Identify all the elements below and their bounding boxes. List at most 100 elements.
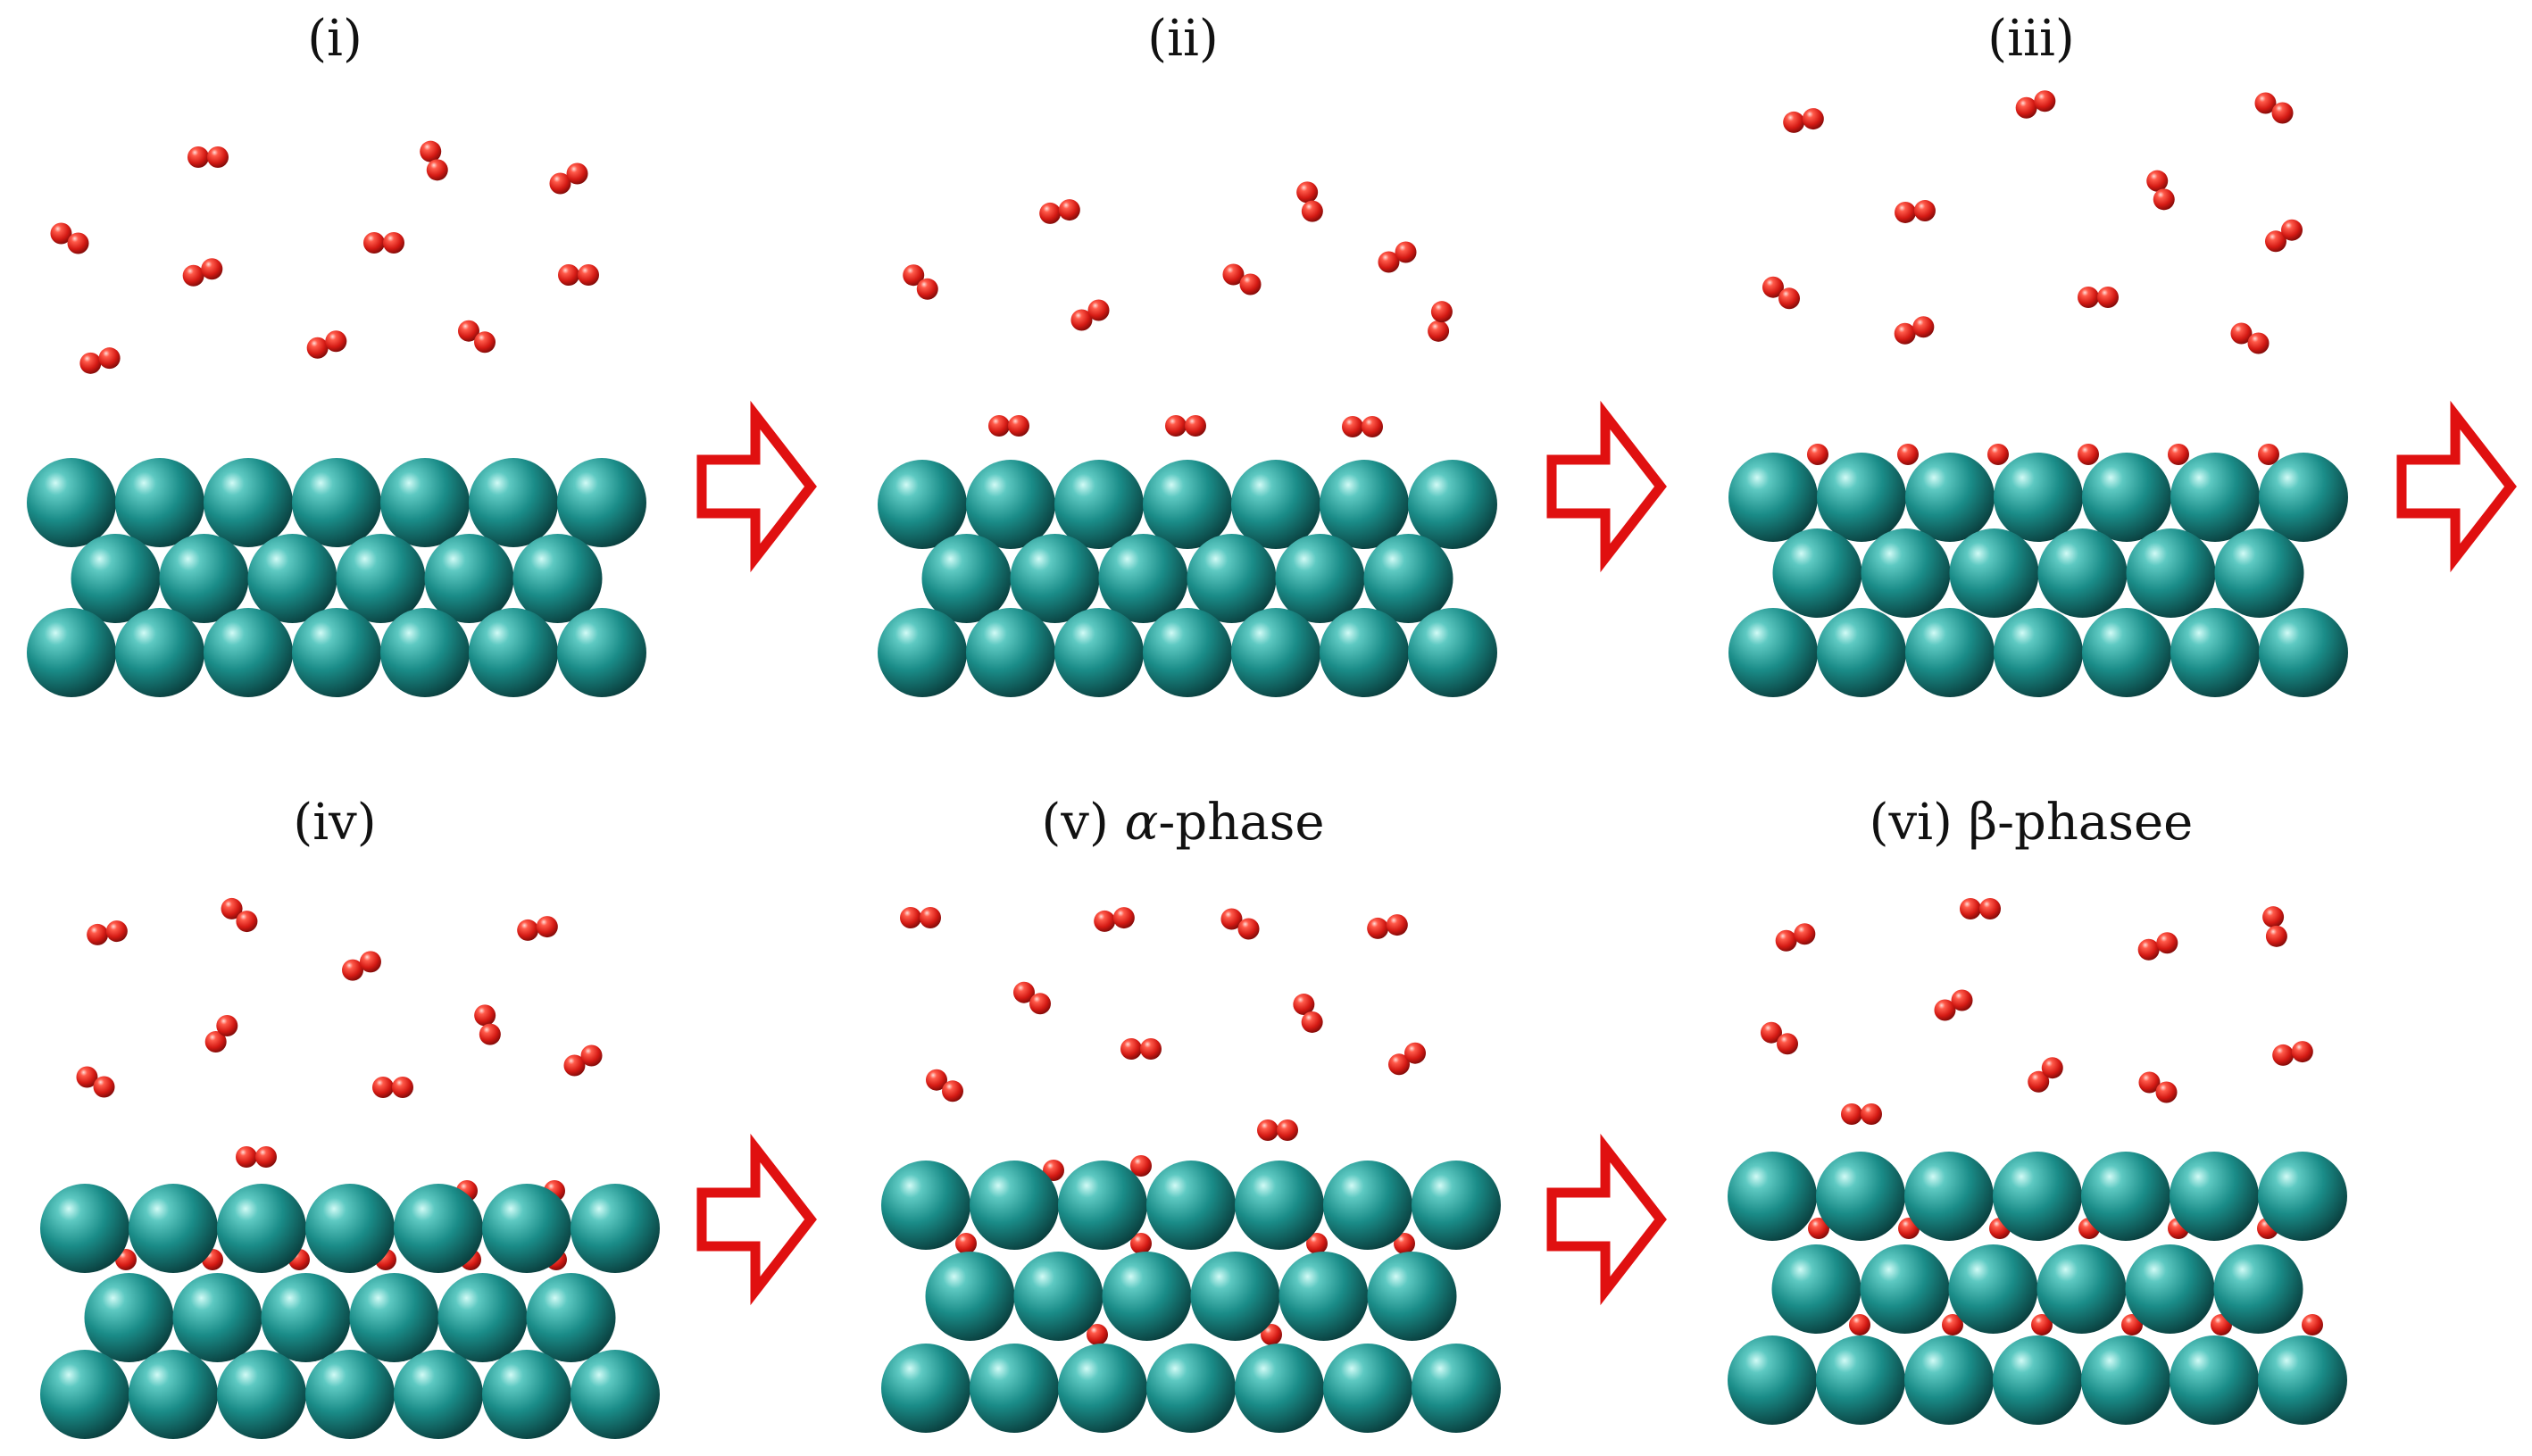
host-metal-atom [878, 460, 967, 549]
hydrogen-atom [182, 264, 204, 287]
hydrogen-atom [207, 146, 229, 168]
host-metal-atom [1278, 1252, 1369, 1341]
host-metal-atom [1993, 1152, 2082, 1241]
hydrogen-atom [2265, 925, 2287, 947]
hydrogen-molecule [2264, 219, 2303, 253]
host-metal-atom [1054, 460, 1144, 549]
host-metal-atom [1143, 460, 1232, 549]
hydrogen-atom [1222, 263, 1245, 286]
host-metal-atom [204, 608, 293, 697]
host-metal-atom [305, 1184, 395, 1273]
host-metal-atom [1904, 1335, 1994, 1425]
hydrogen-atom [221, 897, 243, 919]
hydrogen-atom [1808, 1218, 1829, 1239]
panel-vi-beta-phase [1728, 898, 2347, 1425]
host-metal-atom [1010, 534, 1100, 623]
panel-label-ii: (ii) [1147, 10, 1219, 68]
hydrogen-atom [2156, 932, 2178, 954]
hydrogen-atom [988, 415, 1010, 437]
hydrogen-atom [1794, 923, 1816, 945]
hydrogen-molecule [1012, 981, 1052, 1015]
hydrogen-molecule [925, 1069, 964, 1102]
hydrogen-molecule [87, 920, 128, 945]
hydrogen-atom [1306, 1233, 1328, 1254]
hydrogen-molecule [1762, 276, 1801, 310]
right-block-arrow-icon [2396, 400, 2517, 573]
host-metal-atom [349, 1273, 439, 1362]
hydrogen-atom [342, 959, 364, 981]
hydrogen-molecule [1783, 108, 1824, 133]
hydrogen-molecule [50, 222, 89, 254]
host-metal-atom [2037, 528, 2128, 618]
hydrogen-atom [474, 1004, 496, 1027]
right-block-arrow-icon [696, 400, 817, 573]
hydrogen-atom [1220, 908, 1243, 930]
hydrogen-atom [1012, 981, 1035, 1003]
hydrogen-molecule [1934, 989, 1973, 1021]
hydrogen-atom [1293, 994, 1315, 1016]
host-metal-atom [1994, 608, 2083, 697]
hydrogen-atom [517, 919, 539, 941]
hydrogen-molecule [1960, 898, 2001, 919]
hydrogen-atom [2230, 322, 2253, 345]
host-metal-atom [557, 458, 646, 547]
hydrogen-molecule [79, 347, 121, 374]
hydrogen-atom [2291, 1041, 2313, 1063]
host-metal-atom [1412, 1161, 1501, 1250]
hydrogen-atom [1058, 199, 1080, 221]
host-metal-atom [1235, 1161, 1324, 1250]
host-metal-atom [925, 1252, 1015, 1341]
hydrogen-atom [2271, 102, 2294, 124]
host-metal-atom [878, 608, 967, 697]
panel-ii-physisorption [878, 181, 1497, 697]
hydrogen-atom [1029, 993, 1052, 1015]
hydrogen-atom [474, 331, 496, 354]
hydrogen-atom [1960, 898, 1981, 919]
host-metal-atom [292, 608, 381, 697]
hydrogen-atom [580, 1044, 603, 1067]
panel-iv-surface-penetration [40, 897, 660, 1439]
hydrogen-molecule [363, 232, 404, 254]
hydrogen-molecule [1039, 199, 1080, 224]
host-metal-atom [2082, 608, 2171, 697]
hydrogen-atom [1087, 1324, 1108, 1345]
hydrogen-atom [1934, 999, 1956, 1021]
hydrogen-atom [2146, 170, 2169, 192]
host-metal-atom [1816, 1335, 1905, 1425]
host-metal-atom [881, 1344, 970, 1433]
host-metal-atom [1817, 453, 1906, 542]
hydrogen-molecule [204, 1014, 238, 1053]
hydrogen-molecule [1120, 1038, 1162, 1060]
host-metal-atom [2170, 1152, 2259, 1241]
hydrogen-atom [2153, 188, 2175, 211]
hydrogen-atom [2034, 90, 2056, 112]
hydrogen-atom [1120, 1038, 1142, 1060]
host-metal-atom [292, 458, 381, 547]
hydrogen-molecule [1894, 316, 1935, 345]
hydrogen-atom [1130, 1155, 1152, 1177]
hydrogen-atom [363, 232, 385, 254]
host-metal-atom [305, 1350, 395, 1439]
hydrogen-atom [1430, 301, 1453, 323]
hydrogen-atom [2262, 906, 2285, 928]
hydrogen-molecule [1222, 263, 1262, 295]
hydrogen-molecule [1070, 299, 1110, 331]
host-metal-atom [1146, 1161, 1236, 1250]
host-metal-atom [1058, 1344, 1147, 1433]
hydrogen-atom [392, 1077, 413, 1098]
host-metal-atom [966, 608, 1055, 697]
host-metal-atom [1363, 534, 1453, 623]
hydrogen-atom [1039, 202, 1062, 224]
hydrogen-molecule [2262, 906, 2287, 947]
hydrogen-atom [1979, 898, 2001, 919]
hydrogen-molecule [306, 330, 347, 359]
hydrogen-atom [1778, 287, 1801, 310]
hydrogen-atom [2281, 219, 2303, 241]
hydrogen-molecule [1220, 908, 1260, 940]
host-metal-atom [129, 1350, 218, 1439]
hydrogen-molecule [457, 320, 496, 354]
panel-label-iv: (iv) [293, 794, 376, 852]
hydrogen-atom [87, 923, 109, 945]
host-metal-atom [40, 1350, 129, 1439]
hydrogen-atom [1070, 309, 1093, 331]
